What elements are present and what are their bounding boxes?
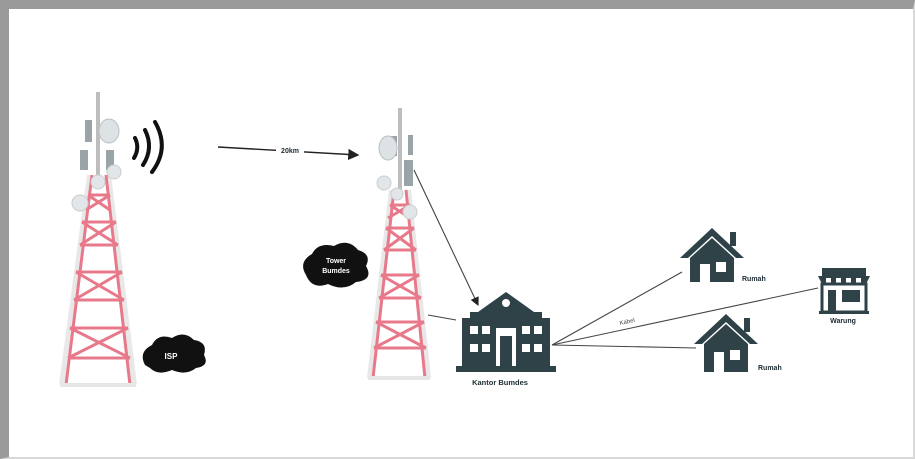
kabel-label: Kabel [619,318,635,327]
signal-waves-icon [132,120,164,174]
office-building-icon [456,292,556,372]
connection-lines [413,169,819,349]
tower-bumdes-label-line2: Bumdes [322,268,350,275]
distance-label: 20km [281,148,299,155]
cloud-icon [303,242,369,288]
warung-label: Warung [830,318,856,325]
cloud-icon [142,334,206,373]
rumah-label-top: Rumah [742,276,766,283]
tower-bumdes-label-line1: Tower [326,258,346,265]
house-icon [680,228,744,282]
house-icon [694,314,758,372]
bumdes-tower-icon [367,108,431,380]
isp-tower-icon [59,92,137,387]
kantor-label: Kantor Bumdes [472,378,528,387]
rumah-label-bottom: Rumah [758,365,782,372]
shop-icon [818,268,870,314]
isp-label: ISP [165,352,179,361]
